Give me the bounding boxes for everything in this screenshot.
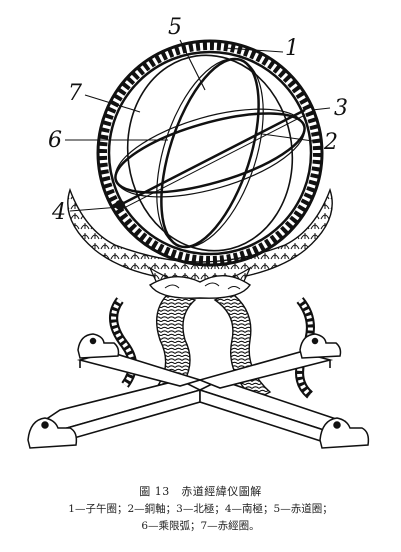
label-6: 6 — [48, 128, 62, 153]
label-2: 2 — [323, 130, 338, 155]
callouts — [65, 39, 331, 212]
graduated-ring — [96, 39, 324, 267]
figure-legend-line-2: 6—乘限弧；7—赤經圈。 — [141, 520, 260, 532]
lion-feet — [27, 333, 370, 449]
label-1: 1 — [285, 36, 299, 61]
inner-rings — [114, 54, 306, 252]
figure-legend-line-1: 1—子午圈；2—銅軸；3—北極；4—南極；5—赤道圈； — [68, 503, 333, 515]
cross-base — [43, 351, 347, 446]
polar-axis — [115, 108, 306, 211]
label-4: 4 — [51, 200, 66, 225]
label-3: 3 — [334, 96, 348, 121]
label-5: 5 — [168, 15, 182, 40]
label-7: 7 — [68, 81, 82, 106]
armillary-sphere-figure: 1 2 3 4 5 6 7 — [27, 15, 370, 449]
figure-caption-title: 圖 13 赤道經緯仪圖解 — [139, 485, 262, 498]
